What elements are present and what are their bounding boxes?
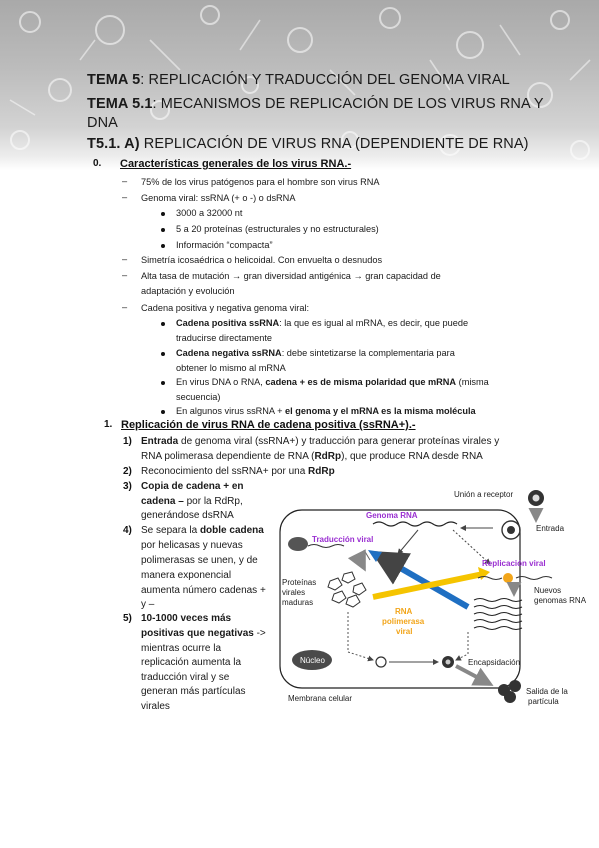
item-text: secuencia)	[176, 392, 221, 402]
step-text: y –	[141, 599, 155, 610]
label-encapsidacion: Encapsidación	[468, 658, 521, 667]
step-number: 1)	[123, 436, 132, 447]
section-1-title: Replicación de virus RNA de cadena posit…	[121, 419, 416, 431]
assembling-particle-icon	[375, 656, 387, 668]
bullet-dot	[161, 212, 165, 216]
endosome-icon	[501, 520, 521, 540]
step-number: 4)	[123, 525, 132, 536]
section-0-number: 0.	[93, 158, 102, 169]
label-nucleo: Núcleo	[300, 656, 325, 665]
dash-marker: –	[122, 192, 128, 202]
item-text: En algunos virus ssRNA + el genoma y el …	[176, 406, 476, 416]
step-number: 2)	[123, 466, 132, 477]
label-rna-pol-1: RNA	[395, 607, 413, 616]
dash-marker: –	[122, 254, 128, 264]
yellow-arrow	[372, 571, 484, 600]
genome-rna-strand	[372, 521, 458, 527]
step-text: mientras ocurre la	[141, 643, 222, 654]
step-text: generan más partículas	[141, 686, 246, 697]
item-text: 3000 a 32000 nt	[176, 208, 243, 218]
section-0-title: Características generales de los virus R…	[120, 158, 352, 170]
item-text: Información “compacta”	[176, 240, 273, 250]
bullet-dot	[161, 410, 165, 414]
item-text: 75% de los virus patógenos para el hombr…	[141, 177, 380, 187]
cell-membrane-outline	[279, 509, 521, 689]
step-text: virales	[141, 701, 170, 712]
new-rna-genomes	[473, 598, 523, 630]
bullet-dot	[161, 244, 165, 248]
step-text: polimerasas se unen, y de	[141, 555, 258, 566]
virus-pattern-background	[9, 5, 591, 160]
item-text: Simetría icosaédrica o helicoidal. Con e…	[141, 255, 383, 265]
label-union-receptor: Unión a receptor	[454, 490, 514, 499]
item-text: 5 a 20 proteínas (estructurales y no est…	[176, 224, 379, 234]
step-text: por helicasas y nuevas	[141, 540, 243, 551]
ribosome-icon	[288, 537, 308, 551]
label-entrada: Entrada	[536, 524, 565, 533]
viral-proteins-icon	[327, 571, 367, 608]
label-proteinas-2: virales	[282, 588, 306, 597]
label-rna-pol-2: polimerasa	[382, 617, 425, 626]
item-text: obtener lo mismo al mRNA	[176, 363, 286, 373]
label-membrana: Membrana celular	[288, 694, 353, 703]
item-text: Cadena positiva ssRNA: la que es igual a…	[176, 318, 469, 328]
dash-marker: –	[122, 302, 128, 312]
bullet-dot	[161, 381, 165, 385]
item-text: Cadena positiva y negativa genoma viral:	[141, 303, 310, 313]
step-text: aumenta número cadenas +	[141, 585, 266, 596]
nucleus-shape	[292, 650, 332, 670]
bullet-dot	[161, 322, 165, 326]
blue-arrow	[370, 551, 470, 610]
diagram-drawing	[279, 490, 553, 703]
label-salida-1: Salida de la	[526, 687, 568, 696]
bullet-dot	[161, 352, 165, 356]
step-number: 5)	[123, 613, 132, 624]
section-1-number: 1.	[104, 419, 113, 430]
label-proteinas-1: Proteínas	[282, 578, 317, 587]
label-nuevos-2: genomas RNA	[534, 596, 587, 605]
header-line-4: T5.1. A) REPLICACIÓN DE VIRUS RNA (DEPEN…	[87, 136, 529, 152]
replicase-icon	[503, 573, 513, 583]
label-salida-2: partícula	[528, 697, 559, 706]
released-particles-icon	[498, 680, 521, 703]
header-line-3: DNA	[87, 115, 118, 131]
item-text: Alta tasa de mutación → gran diversidad …	[141, 271, 441, 281]
bullet-dot	[161, 228, 165, 232]
item-text: Genoma viral: ssRNA (+ o -) o dsRNA	[141, 193, 296, 203]
step-text: Se separa la doble cadena	[141, 525, 264, 536]
step-text: replicación aumenta la	[141, 657, 242, 668]
step-number: 3)	[123, 481, 132, 492]
step-text: generándose dsRNA	[141, 510, 234, 521]
step-text: traducción viral y se	[141, 672, 230, 683]
item-text: En virus DNA o RNA, cadena + es de misma…	[176, 377, 489, 387]
step-text: cadena – por la RdRp,	[141, 496, 243, 507]
item-text: Cadena negativa ssRNA: debe sintetizarse…	[176, 348, 455, 358]
header-banner	[0, 0, 599, 170]
step-text: 10-1000 veces más	[141, 613, 232, 624]
header-line-2: TEMA 5.1: MECANISMOS DE REPLICACIÓN DE L…	[87, 96, 544, 112]
step-text: RNA polimerasa dependiente de RNA (RdRp)…	[141, 451, 483, 462]
label-nuevos-1: Nuevos	[534, 586, 562, 595]
item-text: adaptación y evolución	[141, 286, 235, 296]
step-text: positivas que negativas ->	[141, 628, 266, 639]
step-text: Reconocimiento del ssRNA+ por una RdRp	[141, 466, 335, 477]
dash-marker: –	[122, 176, 128, 186]
dash-marker: –	[122, 270, 128, 280]
header-line-1: TEMA 5: REPLICACIÓN Y TRADUCCIÓN DEL GEN…	[87, 72, 510, 88]
label-genoma-rna: Genoma RNA	[366, 511, 418, 520]
step-text: Entrada de genoma viral (ssRNA+) y tradu…	[141, 436, 500, 447]
label-replicacion-viral: Replicación viral	[482, 559, 546, 568]
replication-diagram: Unión a receptor Genoma RNA Entrada Trad…	[278, 482, 586, 717]
step-text: Copia de cadena + en	[141, 481, 244, 492]
step-text: manera exponencial	[141, 570, 232, 581]
label-proteinas-3: maduras	[282, 598, 314, 607]
label-rna-pol-3: viral	[396, 627, 413, 636]
item-text: traducirse directamente	[176, 333, 273, 343]
label-traduccion-viral: Traducción viral	[312, 535, 374, 544]
